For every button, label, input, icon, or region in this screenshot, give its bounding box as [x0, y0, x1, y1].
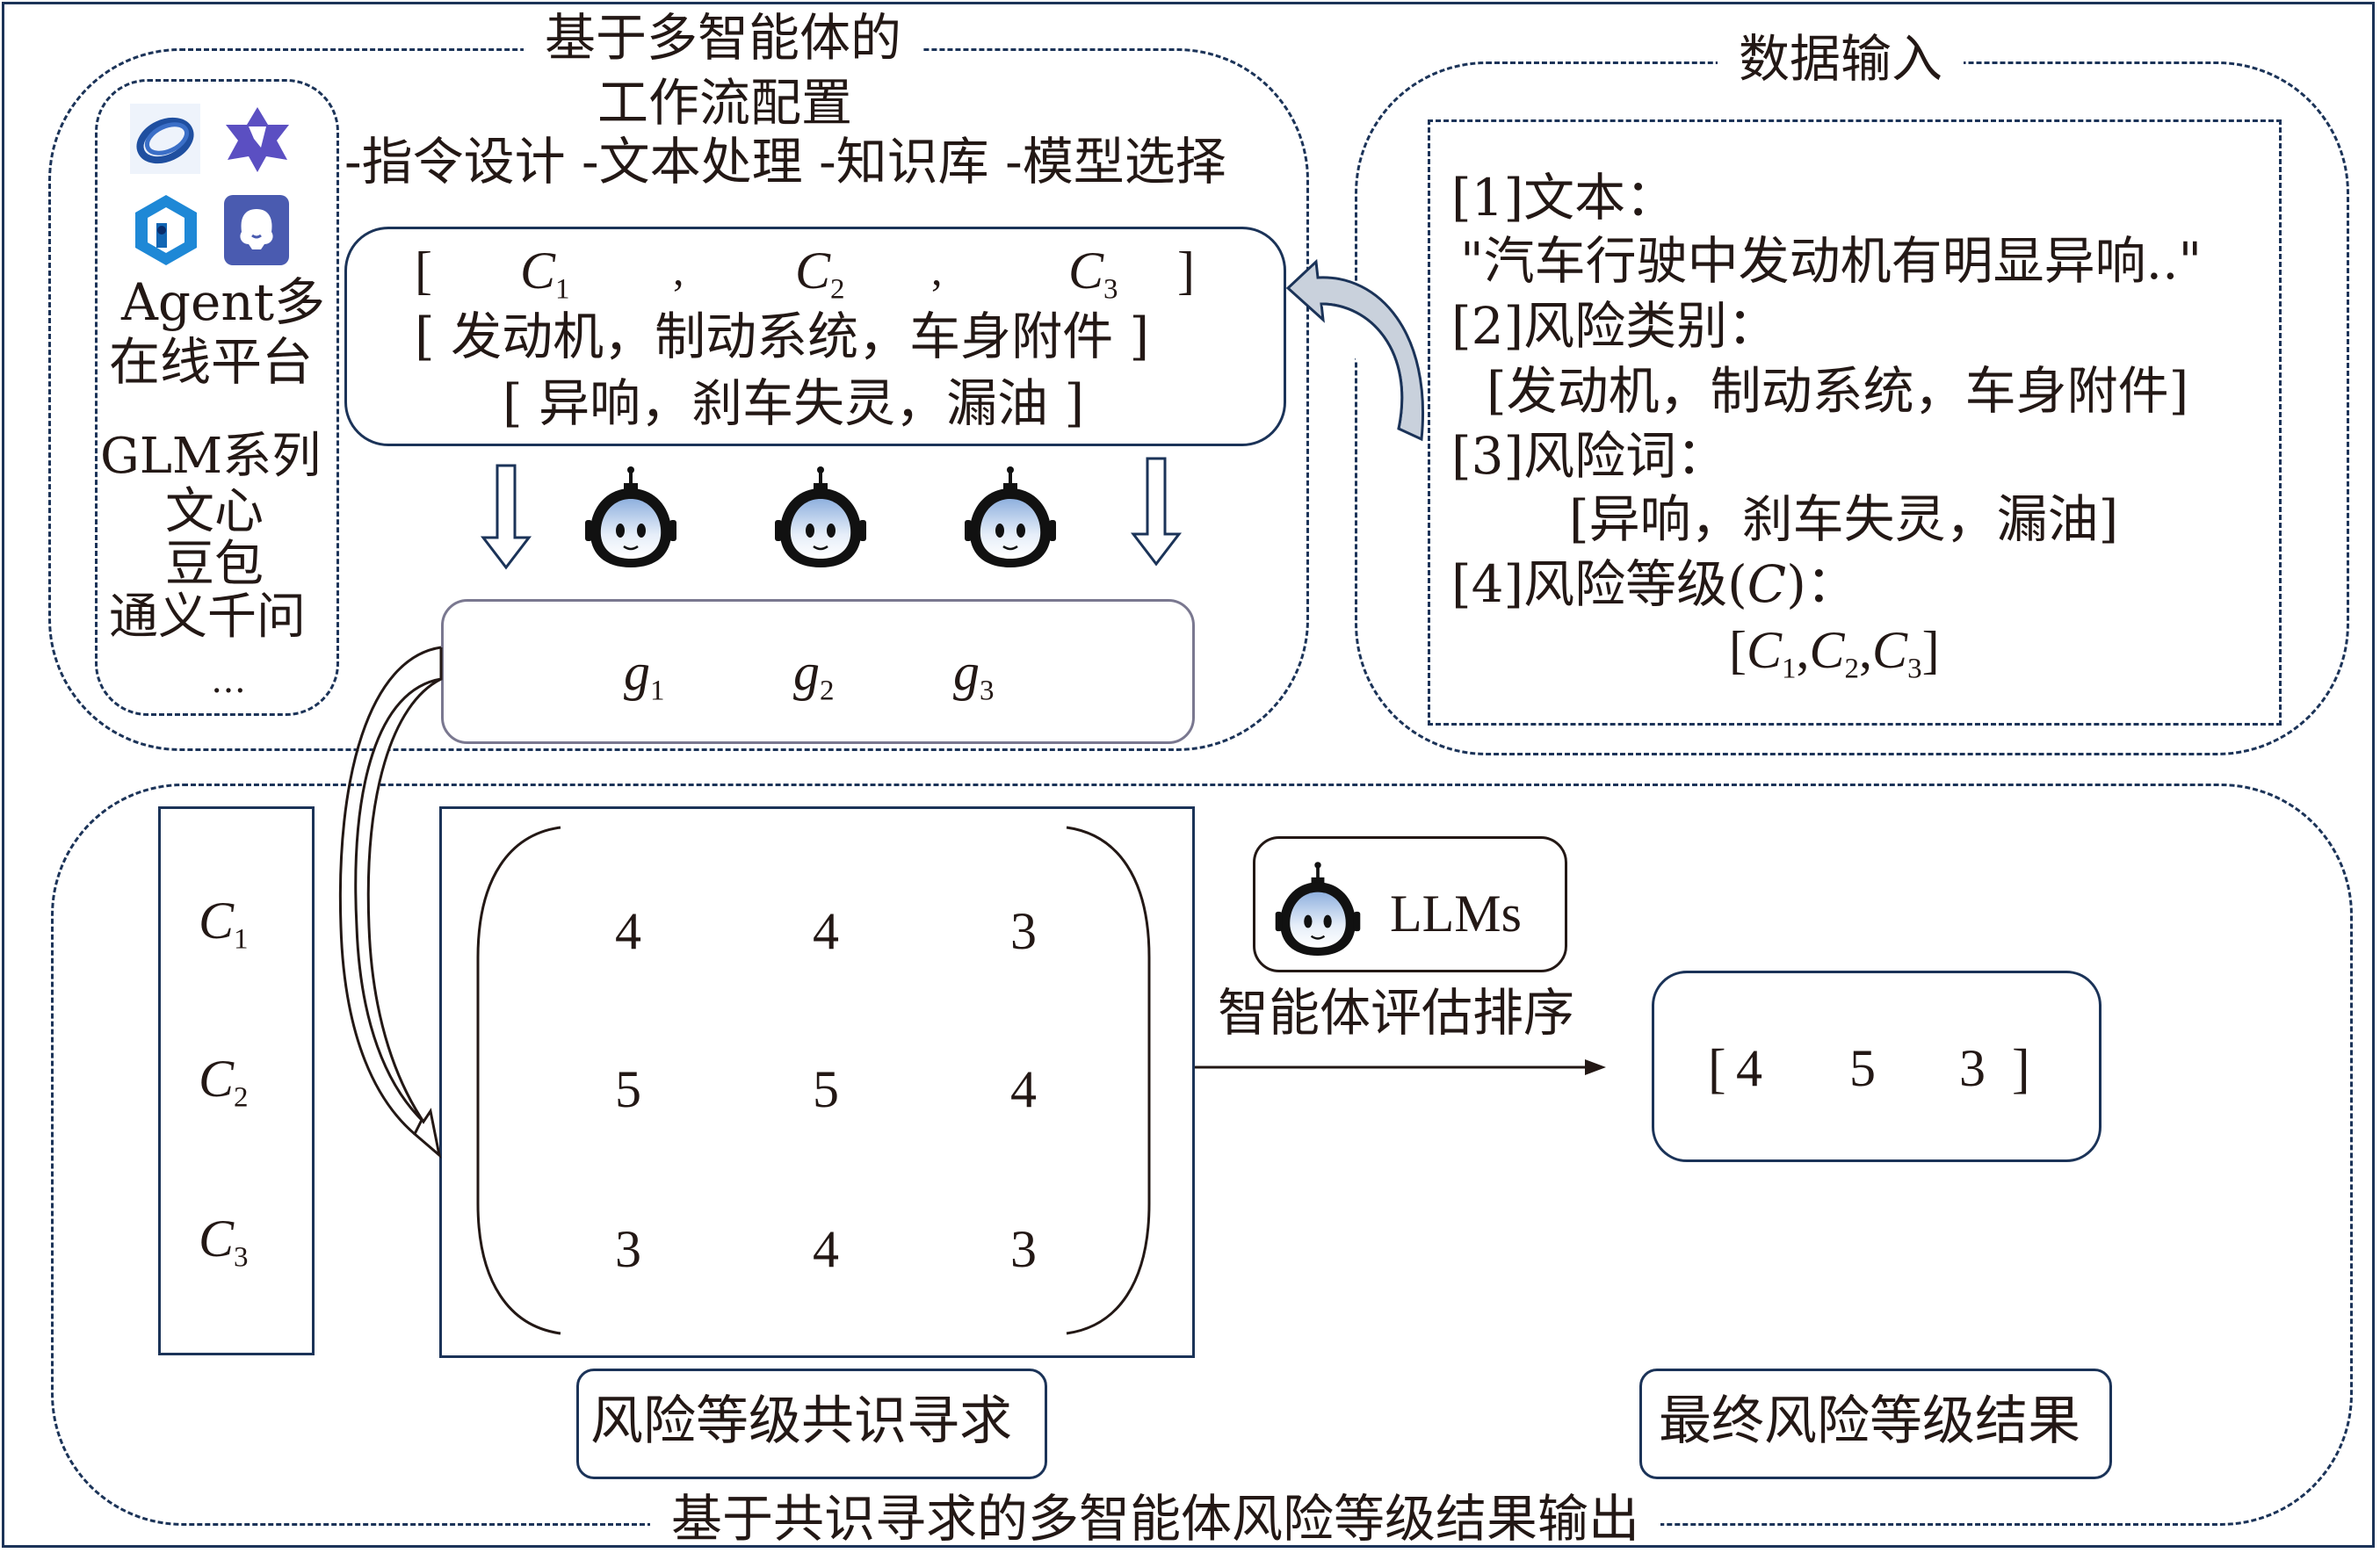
risk-level-c2: C2: [795, 242, 845, 306]
tongyi-logo-icon: [222, 104, 293, 174]
result-value: 4: [1736, 1039, 1762, 1097]
row-label-c3: C3: [199, 1210, 249, 1274]
workflow-title-line1: 基于多智能体的: [524, 12, 923, 63]
matrix-cell: 3: [1010, 902, 1037, 960]
input-categories-label: [2]风险类别：: [1451, 296, 1779, 356]
input-risk-level-value: [C1,C2,C3]: [1729, 621, 1940, 685]
matrix-left-paren: [474, 826, 562, 1335]
data-input-title: 数据输入: [1718, 33, 1964, 84]
final-result-label-box: [1639, 1369, 2112, 1479]
risk-categories-text: [ 发动机，制动系统，车身附件 ]: [415, 307, 1150, 366]
doubao-logo-icon: [222, 193, 291, 267]
risk-level-column: [158, 806, 315, 1355]
input-risk-level-label: [4]风险等级(C)：: [1451, 554, 1857, 614]
agent-robot-icon: [771, 466, 870, 571]
matrix-cell: 4: [813, 902, 839, 960]
agent-output-g2: g2: [793, 643, 835, 707]
workflow-steps: -指令设计 -文本处理 -知识库 -模型选择: [344, 132, 1226, 191]
agent-output-g1: g1: [624, 643, 665, 707]
matrix-cell: 4: [1010, 1060, 1037, 1118]
model-item: 文心: [165, 483, 264, 540]
input-flow-arrow-icon: [1283, 255, 1441, 448]
consensus-flow-arrow-icon: [325, 646, 448, 1164]
agent-robot-icon: [582, 466, 680, 571]
result-value: 5: [1849, 1039, 1876, 1097]
matrix-cell: 4: [615, 902, 641, 960]
risk-level-c3: C3: [1068, 242, 1118, 306]
wenxin-logo-icon: [132, 193, 200, 267]
model-item: 豆包: [165, 536, 264, 593]
final-result-box: [1652, 971, 2101, 1162]
down-arrow-icon: [1130, 457, 1183, 567]
row-label-c2: C2: [199, 1050, 249, 1114]
risk-level-c1: C1: [520, 242, 570, 306]
model-ellipsis: …: [211, 661, 246, 701]
result-value: 3: [1959, 1039, 1986, 1097]
llm-box: [1253, 836, 1567, 972]
result-close-bracket: ]: [2012, 1039, 2030, 1099]
matrix-cell: 5: [615, 1060, 641, 1118]
result-open-bracket: [: [1708, 1039, 1726, 1099]
llm-robot-icon: [1272, 861, 1364, 959]
consensus-label: 风险等级共识寻求: [590, 1390, 1012, 1452]
input-categories-value: [发动机，制动系统，车身附件]: [1487, 361, 2189, 421]
platform-label-line2: 在线平台: [109, 332, 314, 392]
risk-categories-box: [344, 227, 1286, 446]
platform-panel: [95, 79, 339, 716]
input-risk-words-label: [3]风险词：: [1451, 426, 1728, 486]
row-label-c1: C1: [199, 892, 249, 956]
model-item: 通义千问: [109, 589, 306, 646]
final-result-label: 最终风险等级结果: [1659, 1390, 2080, 1452]
model-item: GLM系列: [100, 428, 322, 485]
down-arrow-icon: [480, 464, 532, 571]
platform-label-line1: Agent多: [121, 272, 326, 332]
output-section-title: 基于共识寻求的多智能体风险等级结果输出: [650, 1493, 1661, 1544]
ranking-label: 智能体评估排序: [1218, 983, 1575, 1043]
workflow-title-line2: 工作流配置: [597, 73, 853, 133]
consensus-label-box: [576, 1369, 1047, 1479]
consensus-matrix-box: [439, 806, 1195, 1358]
matrix-cell: 3: [615, 1220, 641, 1278]
separator: ,: [673, 245, 684, 294]
open-bracket: [: [415, 242, 432, 300]
zhipu-logo-icon: [130, 104, 200, 174]
input-text-label: [1]文本：: [1451, 168, 1677, 228]
ranking-arrow-icon: [1195, 1054, 1608, 1080]
input-risk-words-value: [异响，刹车失灵，漏油]: [1569, 489, 2119, 549]
llm-label: LLMs: [1390, 885, 1522, 943]
close-bracket: ]: [1177, 242, 1195, 300]
input-text-value: "汽车行驶中发动机有明显异响..": [1460, 231, 2203, 291]
matrix-cell: 5: [813, 1060, 839, 1118]
risk-words-text: [ 异响，刹车失灵，漏油 ]: [503, 373, 1085, 433]
matrix-cell: 3: [1010, 1220, 1037, 1278]
matrix-cell: 4: [813, 1220, 839, 1278]
matrix-right-paren: [1065, 826, 1153, 1335]
data-input-box: [1428, 119, 2282, 726]
agent-robot-icon: [961, 466, 1060, 571]
separator: ,: [931, 245, 943, 294]
agent-output-g3: g3: [953, 643, 995, 707]
